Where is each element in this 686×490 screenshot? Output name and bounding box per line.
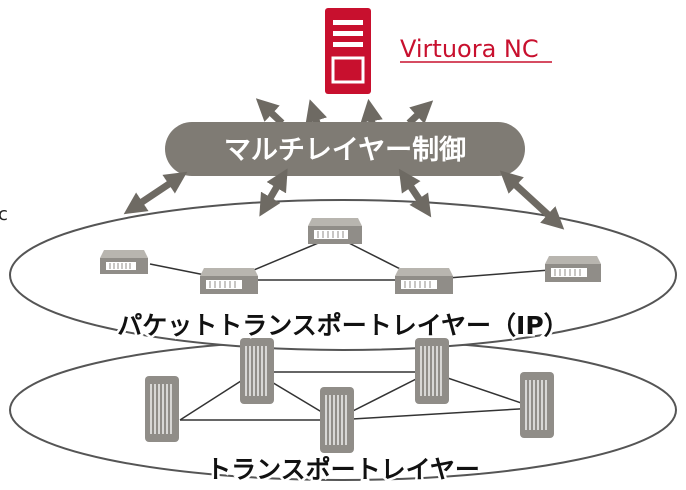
multilayer-control-bar [165, 122, 525, 176]
transport-device [520, 372, 554, 438]
clipped-edge-text: c [0, 204, 8, 225]
packet-layer-label: パケットトランスポートレイヤー（IP） [117, 311, 568, 340]
packet-layer-ellipse [9, 199, 677, 351]
multilayer-control-label: マルチレイヤー制御 [224, 135, 466, 166]
control-arrows-upper [255, 98, 434, 126]
control-arrows-lower [123, 168, 565, 230]
router-device [308, 218, 362, 244]
router-device [200, 268, 258, 294]
transport-device [240, 338, 274, 404]
router-device [100, 250, 148, 274]
virtuora-nc-link[interactable]: Virtuora NC [400, 35, 539, 63]
transport-device [320, 387, 354, 453]
transport-layer-label: トランスポートレイヤー [206, 455, 480, 484]
router-device [545, 256, 601, 282]
server-tower-icon [325, 8, 371, 94]
transport-device [145, 376, 179, 442]
transport-device [415, 338, 449, 404]
transport-links [179, 371, 537, 421]
router-device [395, 268, 453, 294]
